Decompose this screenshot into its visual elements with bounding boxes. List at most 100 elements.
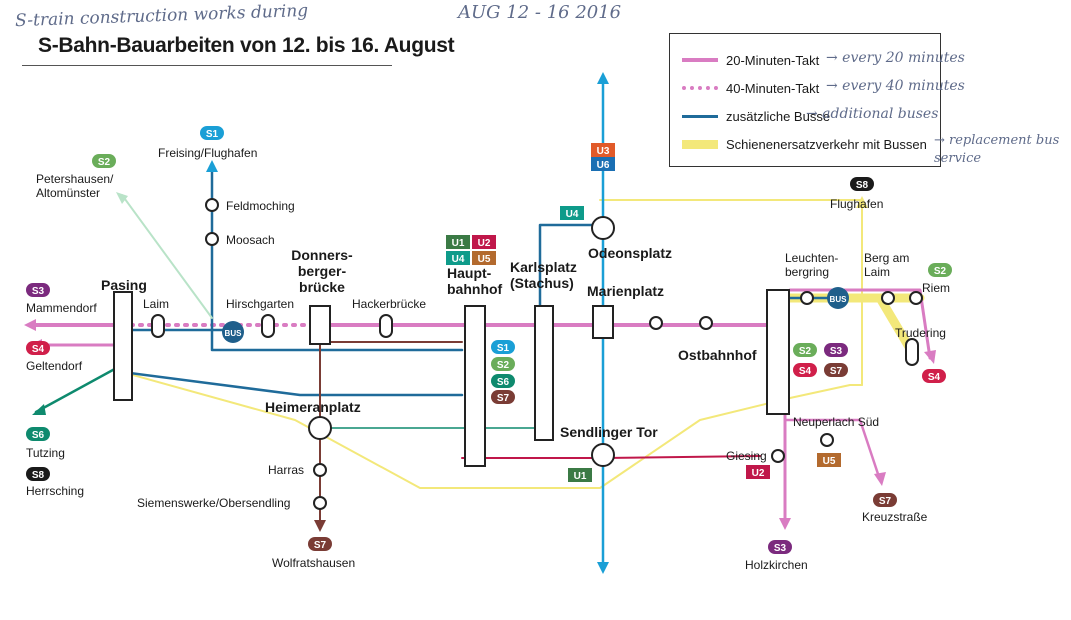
bus-route-s6	[120, 370, 464, 397]
line-badge-label: U4	[566, 209, 579, 220]
station-label-ostbahnhof: Ostbahnhof	[678, 347, 757, 363]
station-label-hauptbahnhof: Haupt-bahnhof	[447, 265, 503, 297]
station-heimeranplatz	[308, 416, 332, 440]
station-donnersbergerbruecke	[309, 305, 331, 345]
station-stop	[699, 316, 713, 330]
station-label-giesing: Giesing	[726, 449, 767, 463]
line-badge-s8	[26, 467, 50, 481]
line-badge-u1	[446, 235, 470, 249]
station-label-leuchtenbergring: Leuchten-bergring	[785, 251, 838, 279]
legend-note: → every 40 minutes	[826, 78, 965, 94]
legend-item-40min: 40-Minuten-Takt	[682, 76, 819, 100]
line-badge-u2	[746, 465, 770, 479]
legend-box: 20-Minuten-Takt 40-Minuten-Takt zusätzli…	[669, 33, 941, 167]
station-berg-am-laim	[881, 291, 895, 305]
line-badge-label: U1	[574, 471, 587, 482]
destination-label-kreuzstrasse: Kreuzstraße	[862, 510, 928, 524]
legend-note: → replacement bus service	[934, 133, 1060, 166]
line-badge-label: S4	[32, 344, 45, 355]
legend-item-bus: zusätzliche Busse	[682, 104, 830, 128]
line-badge-label: U2	[752, 468, 765, 479]
line-badge-label: U3	[597, 146, 610, 157]
line-badge-label: S7	[830, 366, 843, 377]
line-badge-s2	[928, 263, 952, 277]
destination-label-freising: Freising/Flughafen	[158, 146, 257, 160]
line-badge-label: S8	[32, 470, 45, 481]
station-label-laim: Laim	[143, 297, 169, 311]
station-ostbahnhof	[766, 289, 790, 415]
arrow-left-icon	[32, 404, 46, 415]
destination-label-flughafen: Flughafen	[830, 197, 883, 211]
arrow-down-icon	[924, 350, 936, 364]
line-badge-u5	[817, 453, 841, 467]
legend-swatch-blue-solid	[682, 114, 718, 118]
line-badge-label: S6	[32, 430, 45, 441]
destination-label-tutzing: Tutzing	[26, 446, 65, 460]
legend-label: 20-Minuten-Takt	[726, 52, 820, 68]
station-label-riem: Riem	[922, 281, 950, 295]
line-badge-label: S1	[497, 343, 510, 354]
line-badge-u3	[591, 143, 615, 157]
bus-stop-icon	[222, 321, 244, 343]
destination-label-wolfratshausen: Wolfratshausen	[272, 556, 355, 570]
handwritten-date: AUG 12 - 16 2016	[458, 2, 622, 23]
line-badge-s2	[491, 357, 515, 371]
line-badge-label: U5	[823, 456, 836, 467]
station-label-harras: Harras	[268, 463, 304, 477]
legend-swatch-pink-solid	[682, 58, 718, 62]
legend-item-replacement: Schienenersatzverkehr mit Bussen	[682, 132, 927, 156]
station-neuperlach-sued	[820, 433, 834, 447]
line-badge-label: U1	[452, 238, 465, 249]
arrow-down-icon	[874, 472, 886, 486]
station-leuchtenbergring	[800, 291, 814, 305]
line-badge-label: S7	[314, 540, 327, 551]
legend-swatch-yellow-band	[682, 139, 718, 149]
station-siemenswerke	[313, 496, 327, 510]
station-label-neuperlach-sued: Neuperlach Süd	[793, 415, 879, 429]
bus-label: BUS	[225, 329, 243, 338]
line-badge-s4	[922, 369, 946, 383]
station-moosach	[205, 232, 219, 246]
station-label-sendlinger-tor: Sendlinger Tor	[560, 424, 658, 440]
station-pasing	[113, 291, 133, 401]
line-badge-label: S1	[206, 129, 219, 140]
arrow-up-icon	[856, 196, 868, 208]
line-badge-label: S7	[879, 496, 892, 507]
line-badge-s4	[26, 341, 50, 355]
line-badge-u4	[560, 206, 584, 220]
station-label-feldmoching: Feldmoching	[226, 199, 295, 213]
line-badge-u6	[591, 157, 615, 171]
line-badge-s8	[850, 177, 874, 191]
station-label-pasing: Pasing	[101, 277, 147, 293]
line-badge-s4	[793, 363, 817, 377]
line-badge-s3	[824, 343, 848, 357]
station-label-karlsplatz: Karlsplatz(Stachus)	[510, 259, 577, 291]
line-badge-s1	[200, 126, 224, 140]
station-label-hackerbruecke: Hackerbrücke	[352, 297, 426, 311]
station-label-marienplatz: Marienplatz	[587, 283, 664, 299]
line-badge-s1	[491, 340, 515, 354]
station-label-odeonsplatz: Odeonsplatz	[588, 245, 672, 261]
bus-label: BUS	[830, 295, 848, 304]
arrow-down-icon	[597, 562, 609, 574]
station-sendlinger-tor	[591, 443, 615, 467]
line-badge-label: S3	[774, 543, 787, 554]
station-riem	[909, 291, 923, 305]
station-label-heimeranplatz: Heimeranplatz	[265, 399, 361, 415]
destination-label-petershausen: Petershausen/Altomünster	[36, 172, 114, 200]
line-badge-label: S3	[830, 346, 843, 357]
legend-label: 40-Minuten-Takt	[726, 80, 820, 96]
line-badge-s2	[793, 343, 817, 357]
line-badge-label: U6	[597, 160, 610, 171]
station-label-trudering: Trudering	[895, 326, 946, 340]
station-giesing	[771, 449, 785, 463]
bus-route-s1	[210, 166, 464, 352]
line-badge-label: S4	[928, 372, 941, 383]
legend-swatch-pink-dotted	[682, 86, 718, 90]
bus-route-u4	[538, 223, 607, 322]
station-hauptbahnhof	[464, 305, 486, 467]
station-label-siemenswerke: Siemenswerke/Obersendling	[137, 496, 290, 510]
line-badge-s7	[491, 390, 515, 404]
